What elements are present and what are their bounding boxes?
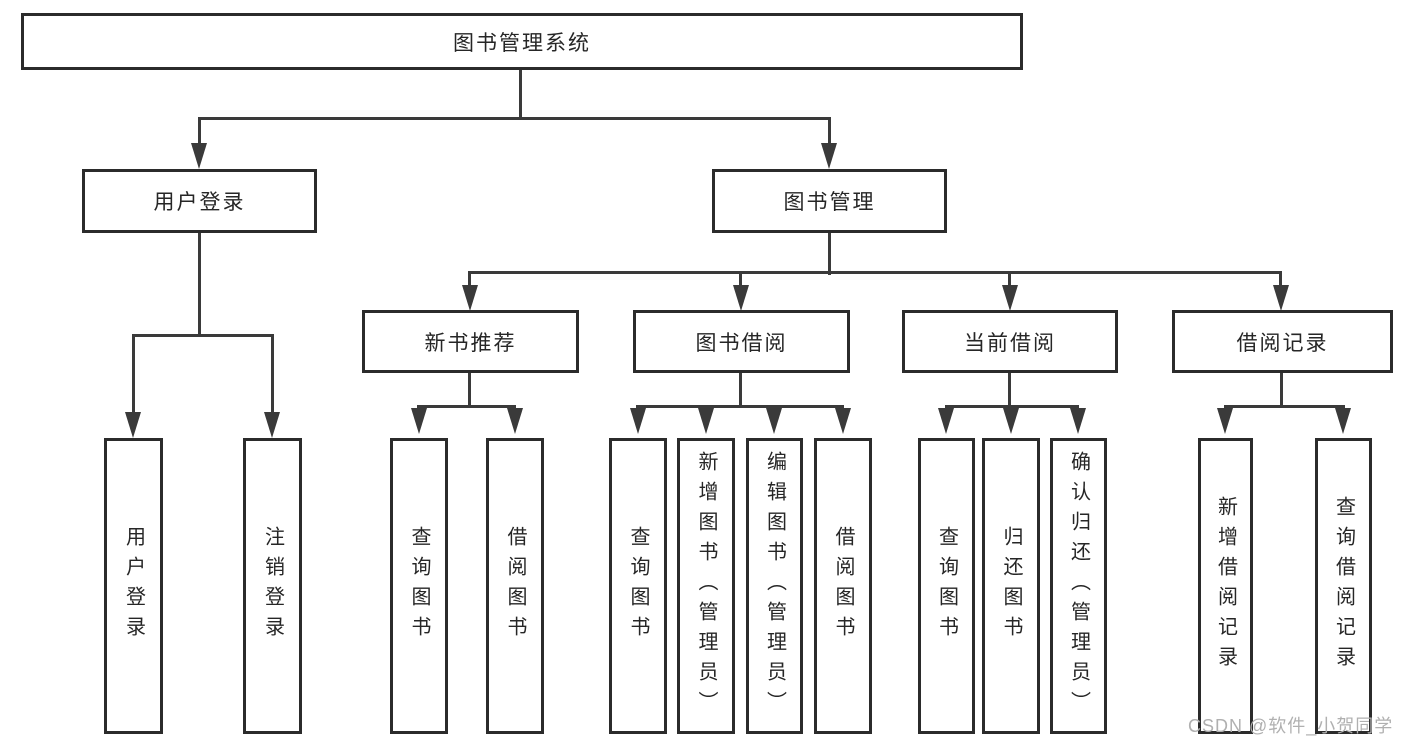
leaf-query-books-current: 查询图书 (918, 438, 975, 734)
arrow-down-icon (698, 408, 714, 434)
arrow-down-icon (1070, 408, 1086, 434)
arrow-down-icon (938, 408, 954, 434)
node-label: 查询借阅记录 (1332, 496, 1355, 676)
leaf-add-borrow-record: 新增借阅记录 (1198, 438, 1253, 734)
leaf-query-borrow-record: 查询借阅记录 (1315, 438, 1372, 734)
connector-line (739, 373, 742, 408)
arrow-down-icon (125, 412, 141, 438)
node-label: 借阅图书 (832, 526, 854, 646)
node-label: 用户登录 (153, 191, 246, 214)
connector-line (132, 334, 274, 337)
node-label: 注销登录 (261, 526, 284, 646)
leaf-borrow-books-recommend: 借阅图书 (486, 438, 544, 734)
node-label: 用户登录 (122, 526, 145, 646)
connector-line (636, 405, 844, 408)
connector-line (828, 233, 831, 275)
connector-line (271, 334, 274, 414)
node-current-borrowing: 当前借阅 (902, 310, 1118, 373)
node-book-borrowing: 图书借阅 (633, 310, 850, 373)
arrow-down-icon (411, 408, 427, 434)
node-book-management: 图书管理 (712, 169, 947, 233)
node-label: 查询图书 (408, 526, 430, 646)
arrow-down-icon (821, 143, 837, 169)
leaf-edit-books-admin: 编辑图书（管理员） (746, 438, 803, 734)
node-user-login: 用户登录 (82, 169, 317, 233)
arrow-down-icon (191, 143, 207, 169)
arrow-down-icon (462, 285, 478, 311)
leaf-query-books-recommend: 查询图书 (390, 438, 448, 734)
node-label: 查询图书 (935, 526, 958, 646)
connector-line (468, 271, 1282, 274)
node-new-book-recommend: 新书推荐 (362, 310, 579, 373)
connector-line (739, 271, 742, 289)
csdn-watermark: CSDN @软件_小贺同学 (1188, 716, 1394, 736)
leaf-borrow-books: 借阅图书 (814, 438, 872, 734)
arrow-down-icon (1335, 408, 1351, 434)
connector-line (828, 117, 831, 147)
node-label: 编辑图书（管理员） (763, 451, 786, 721)
connector-line (1224, 405, 1345, 408)
connector-line (1008, 373, 1011, 408)
node-label: 图书管理系统 (453, 31, 591, 55)
connector-line (198, 117, 831, 120)
node-label: 新书推荐 (424, 331, 517, 355)
leaf-return-books: 归还图书 (982, 438, 1040, 734)
connector-line (417, 405, 516, 408)
connector-line (1280, 373, 1283, 408)
node-label: 借阅记录 (1236, 331, 1329, 355)
arrow-down-icon (264, 412, 280, 438)
arrow-down-icon (1002, 285, 1018, 311)
connector-line (519, 70, 522, 119)
node-label: 归还图书 (1000, 526, 1022, 646)
leaf-logout: 注销登录 (243, 438, 302, 734)
node-label: 查询图书 (627, 526, 649, 646)
arrow-down-icon (1273, 285, 1289, 311)
connector-line (198, 233, 201, 336)
arrow-down-icon (766, 408, 782, 434)
node-label: 借阅图书 (504, 526, 526, 646)
arrow-down-icon (835, 408, 851, 434)
node-library-management-system: 图书管理系统 (21, 13, 1023, 70)
connector-line (468, 271, 471, 289)
arrow-down-icon (507, 408, 523, 434)
connector-line (468, 373, 471, 408)
connector-line (132, 334, 135, 414)
arrow-down-icon (1003, 408, 1019, 434)
arrow-down-icon (630, 408, 646, 434)
connector-line (198, 117, 201, 147)
node-label: 新增借阅记录 (1214, 496, 1237, 676)
node-label: 新增图书（管理员） (695, 451, 717, 721)
leaf-confirm-return-admin: 确认归还（管理员） (1050, 438, 1107, 734)
node-label: 确认归还（管理员） (1067, 451, 1090, 721)
node-label: 图书借阅 (695, 331, 788, 355)
leaf-add-books-admin: 新增图书（管理员） (677, 438, 735, 734)
node-borrowing-records: 借阅记录 (1172, 310, 1393, 373)
connector-line (945, 405, 1079, 408)
connector-line (1008, 271, 1011, 289)
leaf-query-books-borrowing: 查询图书 (609, 438, 667, 734)
arrow-down-icon (733, 285, 749, 311)
arrow-down-icon (1217, 408, 1233, 434)
leaf-user-login: 用户登录 (104, 438, 163, 734)
node-label: 当前借阅 (964, 331, 1056, 355)
node-label: 图书管理 (783, 191, 876, 214)
connector-line (1279, 271, 1282, 289)
